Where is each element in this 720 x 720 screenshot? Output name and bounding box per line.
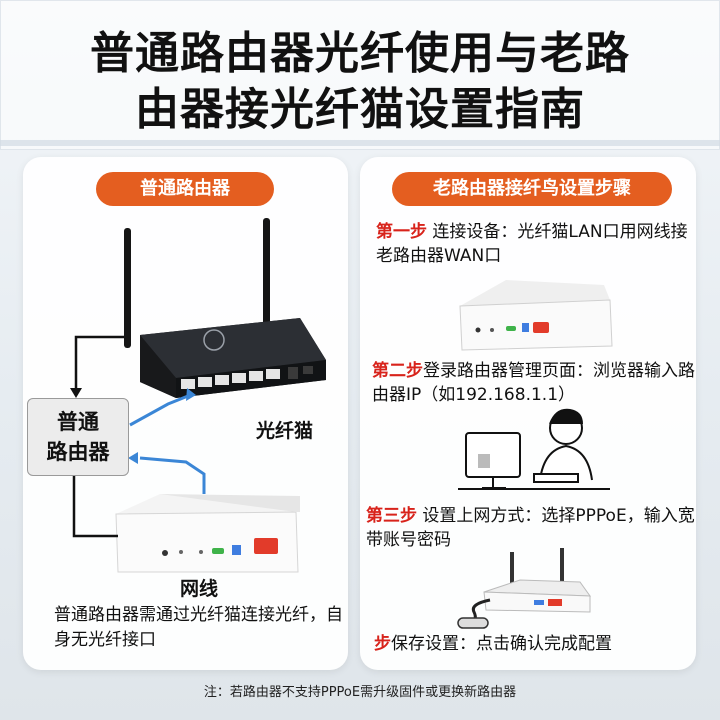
step-1-prefix: 第一步 xyxy=(376,222,427,242)
step-3-prefix: 第三步 xyxy=(366,506,417,526)
cable-label: 网线 xyxy=(180,578,219,600)
background-beam xyxy=(0,140,720,146)
router-box-line-2: 路由器 xyxy=(46,440,110,464)
step-3-text: 设置上网方式：选择PPPoE，输入宽带账号密码 xyxy=(366,506,695,550)
step-2: 第二步登录路由器管理页面：浏览器输入路由器IP（如192.168.1.1） xyxy=(372,359,696,407)
small-modem-illustration xyxy=(459,280,613,351)
step-4: 步保存设置：点击确认完成配置 xyxy=(374,632,694,656)
fiber-modem-label: 光纤猫 xyxy=(256,420,314,442)
step-3: 第三步 设置上网方式：选择PPPoE，输入宽带账号密码 xyxy=(366,504,696,552)
right-panel-header: 老路由器接纤鸟设置步骤 xyxy=(392,172,672,206)
router-label-box: 普通 路由器 xyxy=(27,398,129,476)
background-window xyxy=(0,0,720,150)
step-4-prefix: 步 xyxy=(374,634,391,654)
left-description: 普通路由器需通过光纤猫连接光纤，自身无光纤接口 xyxy=(54,605,343,650)
footnote: 注：若路由器不支持PPPoE需升级固件或更换新路由器 xyxy=(203,685,517,700)
step-1: 第一步 连接设备：光纤猫LAN口用网线接老路由器WAN口 xyxy=(376,220,696,268)
step-2-text: 登录路由器管理页面：浏览器输入路由器IP（如192.168.1.1） xyxy=(372,361,695,405)
connection-lines xyxy=(70,335,206,538)
router-box-line-1: 普通 xyxy=(57,410,99,434)
page-title: 普通路由器光纤使用与老路 由器接光纤猫设置指南 xyxy=(0,26,720,138)
white-router-illustration xyxy=(457,548,591,629)
router-illustration xyxy=(124,218,326,398)
person-computer-illustration xyxy=(458,408,610,490)
title-line-1: 普通路由器光纤使用与老路 xyxy=(90,28,630,79)
left-panel-header: 普通路由器 xyxy=(96,172,274,206)
step-1-text: 连接设备：光纤猫LAN口用网线接老路由器WAN口 xyxy=(376,222,688,266)
step-2-prefix: 第二步 xyxy=(372,361,423,381)
title-line-2: 由器接光纤猫设置指南 xyxy=(135,84,585,135)
step-4-text: 保存设置：点击确认完成配置 xyxy=(391,634,612,654)
fiber-modem-illustration xyxy=(115,494,300,573)
